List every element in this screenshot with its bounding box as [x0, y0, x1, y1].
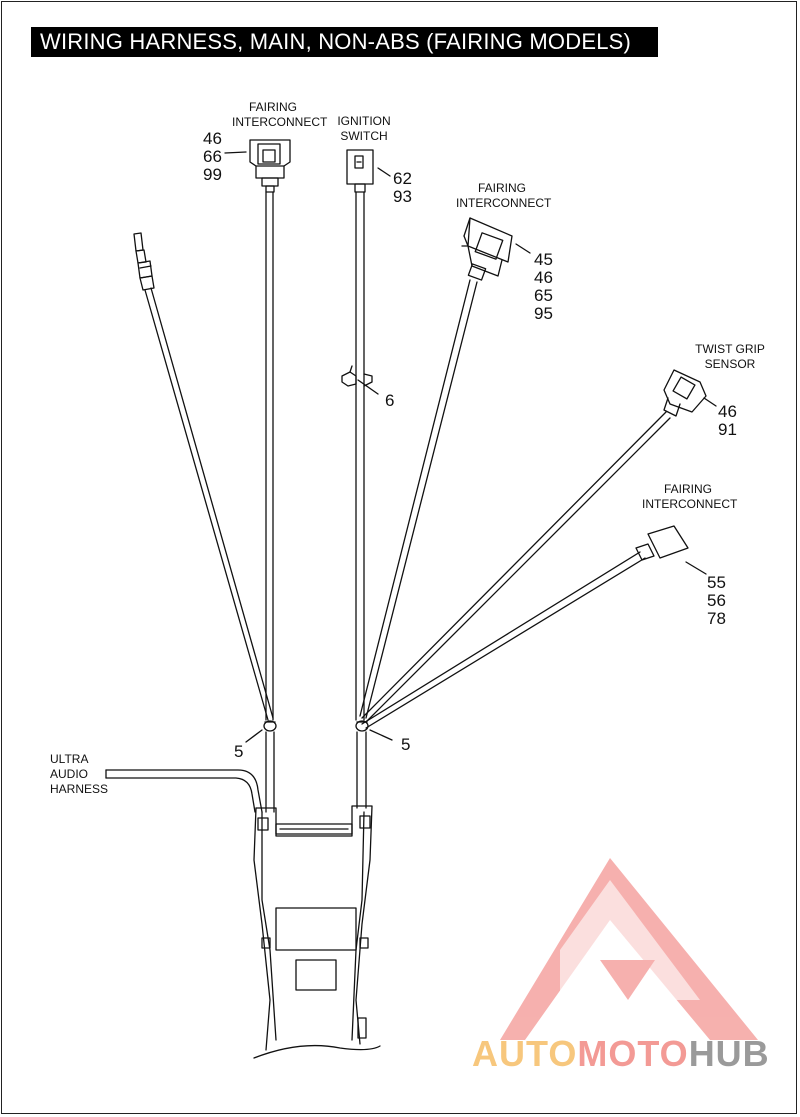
ignition-switch-connector — [346, 149, 374, 193]
ultra-audio-harness-wire — [105, 769, 263, 813]
fairing-interconnect-mid-connector — [461, 217, 513, 281]
harness-body — [253, 805, 381, 1059]
label-twist-grip-sensor: TWIST GRIP SENSOR — [692, 342, 768, 372]
cable-tie-right — [355, 720, 369, 732]
callout-number: 62 — [393, 169, 412, 188]
callout-clip: 6 — [385, 391, 395, 410]
callout-twist-grip-sensor: 46 91 — [718, 403, 737, 439]
label-line: HARNESS — [50, 782, 109, 796]
callout-ignition-switch: 62 93 — [393, 170, 412, 206]
label-ultra-audio-harness: ULTRA AUDIO HARNESS — [50, 752, 116, 797]
label-line: FAIRING — [248, 100, 297, 114]
callout-number: 78 — [707, 609, 726, 628]
label-ignition-switch: IGNITION SWITCH — [336, 114, 392, 144]
callout-fairing-interconnect-mid: 45 46 65 95 — [534, 251, 553, 323]
leader-clip — [357, 379, 379, 395]
callout-number: 91 — [718, 420, 737, 439]
watermark-text: AUTOMOTOHUB — [472, 1034, 770, 1074]
leader-mid-fairing — [515, 243, 531, 254]
watermark-hub: HUB — [688, 1033, 770, 1074]
antenna-connector — [133, 232, 155, 291]
label-line: AUDIO — [50, 767, 89, 781]
label-line: SENSOR — [704, 357, 756, 371]
label-line: INTERCONNECT — [232, 115, 328, 129]
wire-antenna — [144, 289, 269, 721]
twist-grip-sensor-connector — [663, 369, 707, 417]
cable-tie-left — [263, 720, 277, 732]
watermark-moto: MOTO — [577, 1033, 689, 1074]
watermark-auto: AUTO — [472, 1033, 578, 1074]
label-line: INTERCONNECT — [456, 196, 552, 210]
label-line: IGNITION — [337, 114, 391, 128]
label-fairing-interconnect-right: FAIRING INTERCONNECT — [642, 482, 738, 512]
diagram-title: WIRING HARNESS, MAIN, NON-ABS (FAIRING M… — [31, 27, 658, 57]
callout-number: 55 — [707, 573, 726, 592]
callout-number: 45 — [534, 250, 553, 269]
leader-tie-left — [245, 729, 263, 743]
wire-clip — [341, 365, 373, 387]
fairing-interconnect-right-connector — [635, 525, 689, 561]
callout-number: 46 — [534, 268, 553, 287]
leader-top-fairing — [224, 151, 247, 154]
leader-ignition — [377, 167, 391, 177]
label-line: ULTRA — [50, 752, 89, 766]
leader-tie-right — [369, 729, 393, 741]
fairing-interconnect-top-connector — [249, 139, 291, 193]
callout-cable-tie-right: 5 — [401, 735, 411, 754]
callout-cable-tie-left: 5 — [234, 742, 244, 761]
label-fairing-interconnect-mid: FAIRING INTERCONNECT — [456, 181, 552, 211]
leader-twist-grip — [703, 397, 717, 407]
leader-right-fairing — [685, 561, 707, 575]
callout-number: 95 — [534, 304, 553, 323]
callout-fairing-interconnect-top: 46 66 99 — [203, 130, 222, 184]
callout-number: 56 — [707, 591, 726, 610]
label-line: FAIRING — [663, 482, 712, 496]
callout-number: 65 — [534, 286, 553, 305]
label-line: FAIRING — [477, 181, 526, 195]
callout-number: 46 — [203, 129, 222, 148]
label-line: INTERCONNECT — [642, 497, 738, 511]
callout-number: 93 — [393, 187, 412, 206]
callout-fairing-interconnect-right: 55 56 78 — [707, 574, 726, 628]
label-fairing-interconnect-top: FAIRING INTERCONNECT — [232, 100, 328, 130]
watermark-logo-icon — [500, 858, 758, 1040]
label-line: SWITCH — [340, 129, 388, 143]
label-line: TWIST GRIP — [695, 342, 765, 356]
callout-number: 66 — [203, 147, 222, 166]
callout-number: 46 — [718, 402, 737, 421]
callout-number: 99 — [203, 165, 222, 184]
